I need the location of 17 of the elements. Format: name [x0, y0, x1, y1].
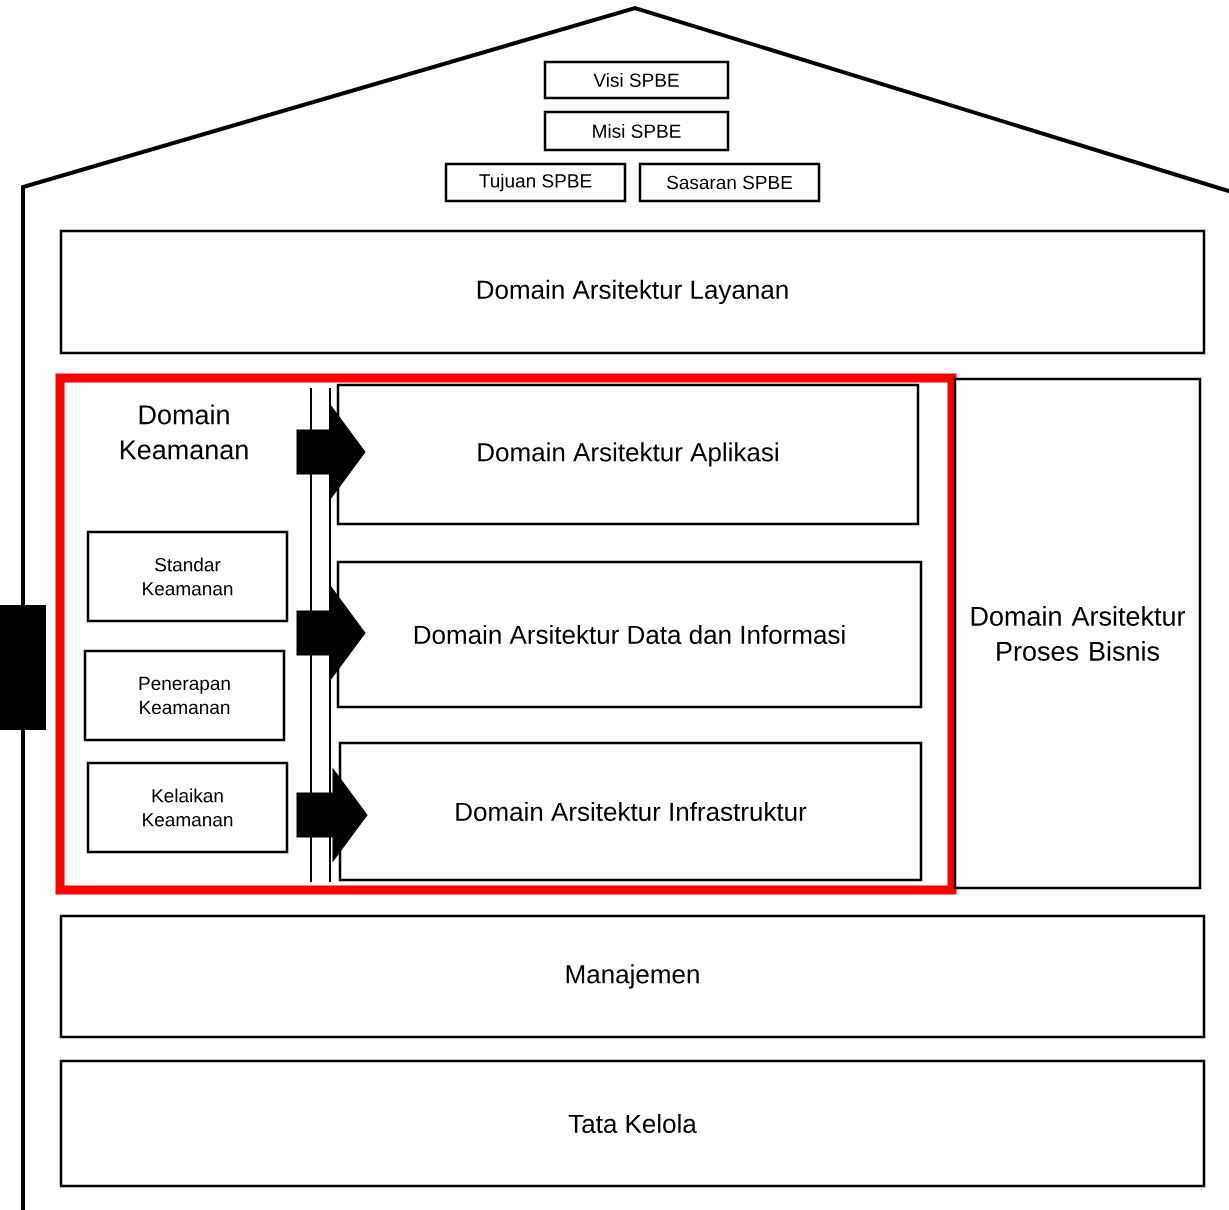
text-box: Manajemen: [59, 914, 1206, 1039]
block-arrow: [296, 405, 366, 499]
text-box: Domain Arsitektur Data dan Informasi: [336, 560, 923, 709]
text-box: Standar Keamanan: [86, 530, 289, 623]
text-box: Sasaran SPBE: [638, 162, 821, 203]
text-box: Domain Arsitektur Proses Bisnis: [953, 377, 1202, 890]
text-box: Domain Arsitektur Infrastruktur: [338, 741, 923, 882]
text-box: Tata Kelola: [59, 1059, 1206, 1188]
text-box: Visi SPBE: [543, 60, 730, 100]
text-box: Kelaikan Keamanan: [86, 761, 289, 854]
block-arrow: [296, 586, 366, 680]
text-box: Domain Arsitektur Aplikasi: [336, 383, 920, 526]
text-box: Tujuan SPBE: [444, 162, 627, 203]
text-box: Penerapan Keamanan: [83, 649, 286, 742]
text-box: Domain Arsitektur Layanan: [59, 229, 1206, 355]
text-box: Misi SPBE: [543, 110, 730, 152]
block-arrow: [296, 768, 368, 862]
